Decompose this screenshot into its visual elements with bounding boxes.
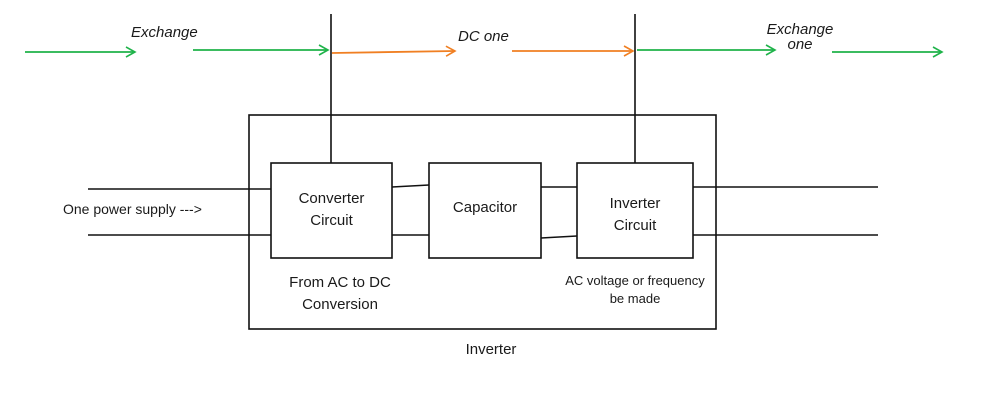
inverter-enclosure bbox=[248, 114, 717, 330]
inverter-circuit-label-line1: Inverter bbox=[609, 195, 661, 212]
inverter-note: AC voltage or frequency be made bbox=[545, 272, 725, 308]
ac-input-label: Exchange bbox=[131, 24, 198, 41]
converter-circuit-label: Converter Circuit bbox=[271, 188, 392, 232]
ac-output-label-line2: one bbox=[787, 36, 813, 53]
inverter-note-line2: be made bbox=[609, 291, 661, 306]
conversion-note-line1: From AC to DC bbox=[289, 274, 391, 291]
capacitor-inverter-link-bottom bbox=[540, 235, 578, 239]
converter-circuit-label-line2: Circuit bbox=[310, 212, 353, 229]
converter-circuit-block bbox=[270, 162, 393, 259]
capacitor-block bbox=[428, 162, 542, 259]
inverter-caption: Inverter bbox=[465, 341, 517, 358]
converter-circuit-label-line1: Converter bbox=[298, 190, 365, 207]
ac-output-label: Exchange one bbox=[760, 22, 840, 52]
inverter-note-line1: AC voltage or frequency bbox=[565, 273, 705, 288]
dc-arrow-1 bbox=[331, 45, 457, 57]
power-supply-label: One power supply ---> bbox=[63, 201, 202, 217]
inverter-circuit-label: Inverter Circuit bbox=[577, 193, 693, 237]
inverter-circuit-label-line2: Circuit bbox=[613, 217, 657, 234]
conversion-note-line2: Conversion bbox=[302, 296, 378, 313]
conversion-note: From AC to DC Conversion bbox=[270, 272, 410, 316]
capacitor-label: Capacitor bbox=[452, 199, 518, 216]
inverter-circuit-block bbox=[576, 162, 694, 259]
dc-label: DC one bbox=[458, 28, 509, 45]
converter-capacitor-link-top bbox=[391, 184, 430, 188]
ac-output-label-line1: Exchange bbox=[766, 21, 834, 38]
